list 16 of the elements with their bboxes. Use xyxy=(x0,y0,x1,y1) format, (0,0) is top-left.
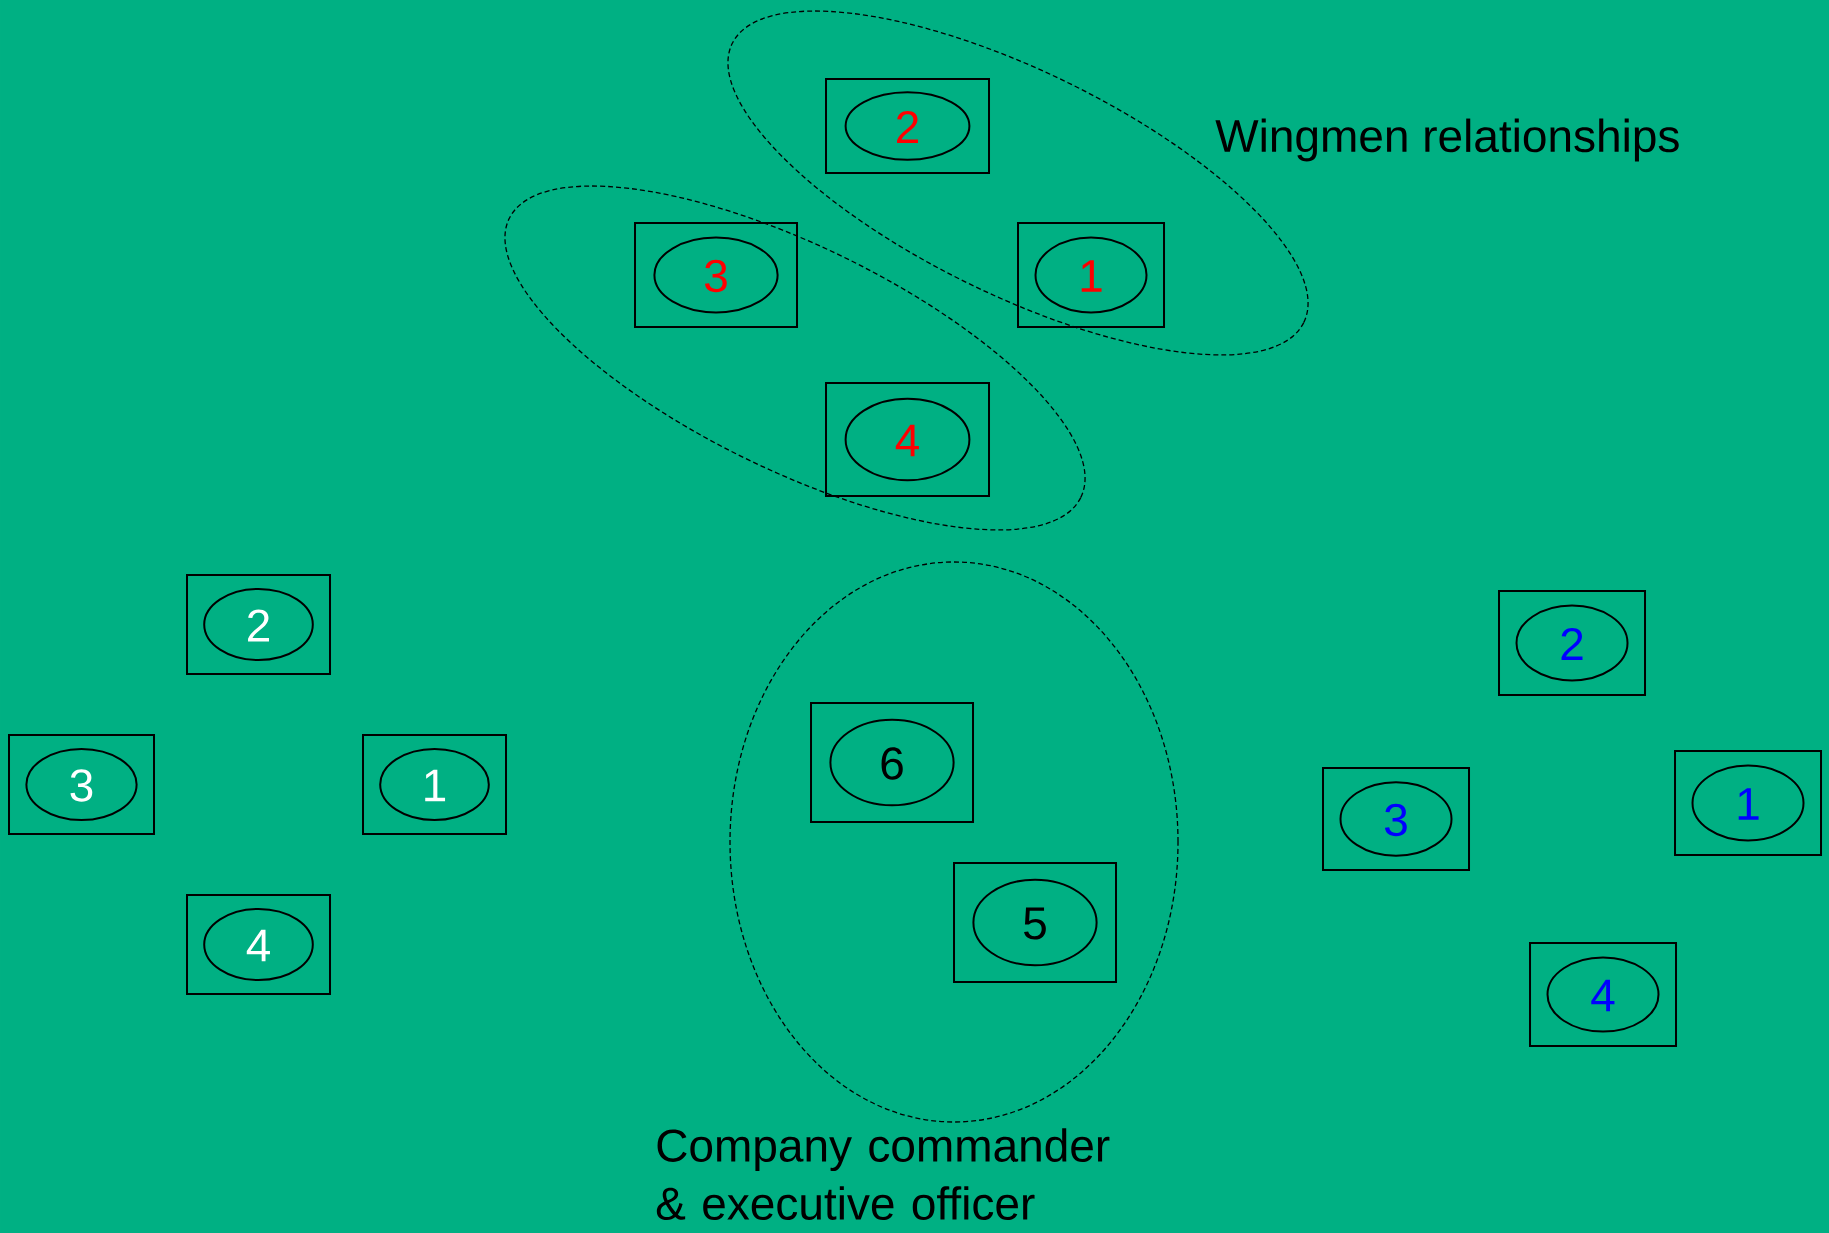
numbered-box: 1 xyxy=(1674,750,1822,856)
numbered-box: 3 xyxy=(1322,767,1470,871)
numbered-box: 2 xyxy=(825,78,990,174)
numbered-box: 4 xyxy=(1529,942,1677,1047)
numbered-box: 3 xyxy=(634,222,798,328)
numbered-box: 2 xyxy=(186,574,331,675)
numbered-box: 1 xyxy=(362,734,507,835)
numbered-box: 5 xyxy=(953,862,1117,983)
numbered-box: 6 xyxy=(810,702,974,823)
numbered-box: 1 xyxy=(1017,222,1165,328)
numbered-box: 4 xyxy=(825,382,990,497)
group-label: Wingmen relationships xyxy=(1215,118,1679,162)
node-label: Company commander & executive officer xyxy=(656,1128,1110,1220)
numbered-box: 3 xyxy=(8,734,155,835)
numbered-box: 4 xyxy=(186,894,331,995)
numbered-box: 2 xyxy=(1498,590,1646,696)
